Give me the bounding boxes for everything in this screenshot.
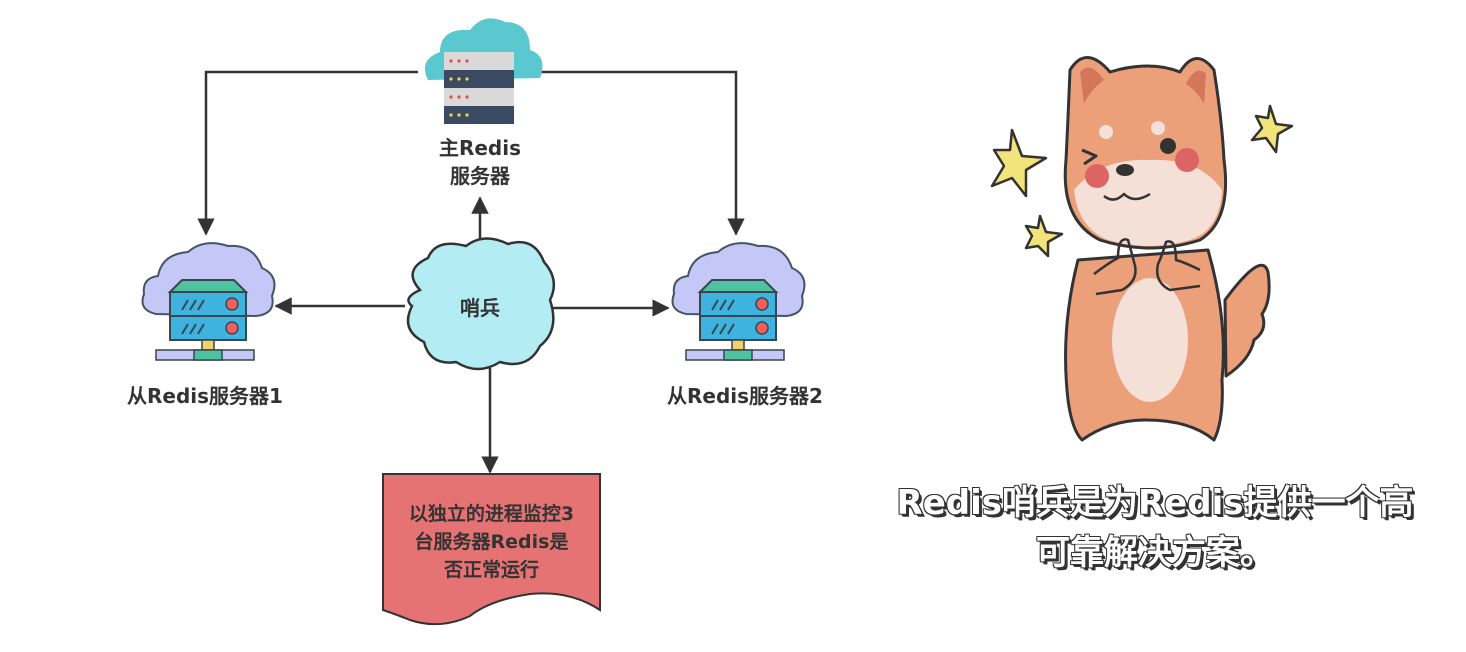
caption: Redis哨兵是为Redis提供一个高 可靠解决方案。: [860, 478, 1450, 578]
edge-master-to-slave1: [197, 70, 418, 236]
note-document-shape: [382, 473, 601, 626]
master-label-line1: 主Redis: [438, 136, 522, 160]
sparkle-stars: [990, 104, 1294, 258]
connectors: [197, 70, 745, 474]
caption-line2: 可靠解决方案。: [1036, 533, 1274, 573]
note-text: 以独立的进程监控3 台服务器Redis是 否正常运行: [383, 500, 600, 584]
caption-line1: Redis哨兵是为Redis提供一个高: [896, 483, 1414, 523]
sentinel-cloud-icon: [406, 237, 556, 371]
star-icon: [1250, 104, 1294, 154]
star-icon: [990, 128, 1048, 198]
note-line3: 否正常运行: [443, 559, 539, 581]
sentinel-label: 哨兵: [460, 296, 500, 320]
slave2-server-icon: [671, 242, 806, 361]
note-line1: 以独立的进程监控3: [408, 503, 575, 525]
shiba-dog-illustration: [1063, 56, 1271, 442]
slave2-label: 从Redis服务器2: [667, 384, 823, 408]
star-icon: [1024, 214, 1064, 258]
note-line2: 台服务器Redis是: [414, 531, 569, 553]
slave1-server-icon: [141, 242, 276, 361]
master-label-line2: 服务器: [450, 164, 510, 188]
slave1-label: 从Redis服务器1: [127, 384, 283, 408]
master-server-icon: [424, 18, 543, 124]
master-label: 主Redis 服务器: [420, 134, 540, 190]
edge-master-to-slave2: [540, 70, 745, 236]
